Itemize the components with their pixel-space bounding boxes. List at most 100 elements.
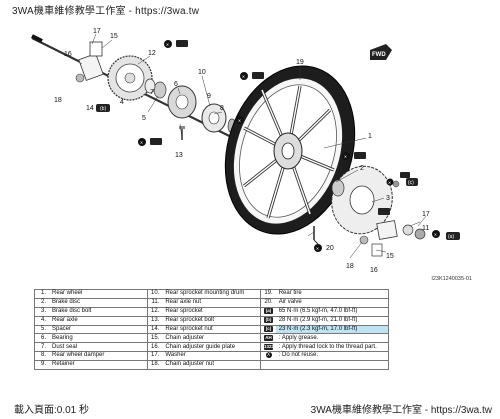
legend-number: 10. xyxy=(147,289,163,299)
grease-icon xyxy=(176,40,188,47)
legend-number: 11. xyxy=(147,297,163,308)
part-label-15-right: 15 xyxy=(386,253,394,260)
do-not-reuse-icon: × xyxy=(432,230,440,239)
legend-part-name: Retainer xyxy=(49,360,148,371)
rear-sprocket-shape xyxy=(107,55,153,101)
legend-symbol: (b) xyxy=(260,315,276,326)
legend-part-name: Bearing xyxy=(49,333,148,344)
legend-description: : Do not reuse. xyxy=(275,351,389,362)
legend-part-name: Rear sprocket bolt xyxy=(162,315,262,326)
svg-text:×: × xyxy=(434,233,437,239)
legend-description xyxy=(275,360,389,371)
header-watermark: 3WA機車維修教學工作室 - https://3wa.tw xyxy=(12,6,200,17)
rear-wheel-tire-shape xyxy=(224,65,356,235)
legend-part-name: Rear sprocket xyxy=(162,306,262,317)
guide-plate-left-shape xyxy=(89,41,103,57)
grease-icon xyxy=(400,172,410,178)
legend-description: Rear tire xyxy=(275,289,389,299)
chain-adjuster-right-shape xyxy=(376,220,398,240)
part-label-14: 14 xyxy=(86,105,94,112)
do-not-reuse-icon: × xyxy=(236,116,244,125)
legend-part-name: Rear axle xyxy=(49,315,148,326)
legend-number: 5. xyxy=(34,324,49,335)
torque-symbol-icon: 1322 xyxy=(264,343,275,350)
legend-number: 19. xyxy=(260,289,276,299)
legend-number: 12. xyxy=(147,306,163,317)
footer-load-time: 載入頁面:0.01 秒 xyxy=(14,405,90,416)
legend-part-name: Chain adjuster nut xyxy=(162,360,262,371)
legend-part-name: Rear axle nut xyxy=(162,297,262,308)
do-not-reuse-icon: × xyxy=(240,72,248,81)
forward-arrow-label: FWD xyxy=(372,52,386,58)
do-not-reuse-icon: × xyxy=(386,178,394,187)
svg-text:×: × xyxy=(166,43,169,49)
sprocket-drum-shape xyxy=(167,85,197,119)
legend-part-name: Chain adjuster guide plate xyxy=(162,342,262,353)
legend-description: Air valve xyxy=(275,297,389,308)
legend-description: 23 N·m (2.3 kgf-m, 17.0 lbf-ft) xyxy=(275,324,389,335)
part-label-11: 11 xyxy=(422,225,429,232)
legend-part-name: Rear wheel damper xyxy=(49,351,148,362)
legend-part-name: Rear sprocket mounting drum xyxy=(162,289,262,299)
legend-number: 8. xyxy=(34,351,49,362)
legend-symbol: (c) xyxy=(260,324,276,335)
svg-text:×: × xyxy=(242,75,245,81)
legend-symbol xyxy=(260,360,276,371)
legend-description: : Apply thread lock to the thread part. xyxy=(275,342,389,353)
part-label-19: 19 xyxy=(296,59,304,66)
svg-text:×: × xyxy=(238,119,241,125)
part-label-8: 8 xyxy=(220,105,224,112)
legend-number: 20. xyxy=(260,297,276,308)
grease-icon xyxy=(354,152,366,159)
torque-symbol-icon: AH xyxy=(264,334,274,341)
legend-part-name: Rear sprocket nut xyxy=(162,324,262,335)
legend-number: 15. xyxy=(147,333,163,344)
torque-a-icon: (a) xyxy=(446,232,460,240)
do-not-reuse-icon: × xyxy=(164,40,172,49)
part-label-12: 12 xyxy=(148,50,156,57)
legend-symbol: (a) xyxy=(260,306,276,317)
part-label-9: 9 xyxy=(207,93,211,100)
part-label-2: 2 xyxy=(360,165,364,172)
legend-number: 13. xyxy=(147,315,163,326)
part-label-16-right: 16 xyxy=(370,267,378,274)
part-label-18-right: 18 xyxy=(346,263,354,270)
torque-symbol-icon: (b) xyxy=(264,316,274,323)
legend-number: 1. xyxy=(34,289,49,299)
svg-text:(c): (c) xyxy=(408,180,414,186)
legend-number: 9. xyxy=(34,360,49,371)
svg-text:×: × xyxy=(316,247,319,253)
legend-symbol: X xyxy=(260,351,276,362)
grease-icon xyxy=(378,208,390,215)
part-label-17: 17 xyxy=(93,28,101,35)
legend-number: 3. xyxy=(34,306,49,317)
svg-text:(a): (a) xyxy=(448,234,454,240)
torque-b-icon: (b) xyxy=(96,104,110,112)
part-label-15: 15 xyxy=(110,33,118,40)
part-label-1: 1 xyxy=(368,133,372,140)
legend-number: 14. xyxy=(147,324,163,335)
legend-description: : Apply grease. xyxy=(275,333,389,344)
legend-number: 4. xyxy=(34,315,49,326)
do-not-reuse-icon: × xyxy=(342,152,350,161)
part-label-16: 16 xyxy=(64,51,72,58)
svg-text:×: × xyxy=(388,181,391,187)
legend-number: 2. xyxy=(34,297,49,308)
part-label-5: 5 xyxy=(142,115,146,122)
do-not-reuse-icon: × xyxy=(138,138,146,147)
do-not-reuse-icon: × xyxy=(314,244,322,253)
legend-number: 6. xyxy=(34,333,49,344)
footer-watermark: 3WA機車維修教學工作室 - https://3wa.tw xyxy=(310,405,492,416)
grease-icon xyxy=(150,138,162,145)
legend-symbol: 1322 xyxy=(260,342,276,353)
exploded-rear-wheel-diagram: FWD × × × × × × × × (b) (c) (a) 16 xyxy=(31,28,460,274)
